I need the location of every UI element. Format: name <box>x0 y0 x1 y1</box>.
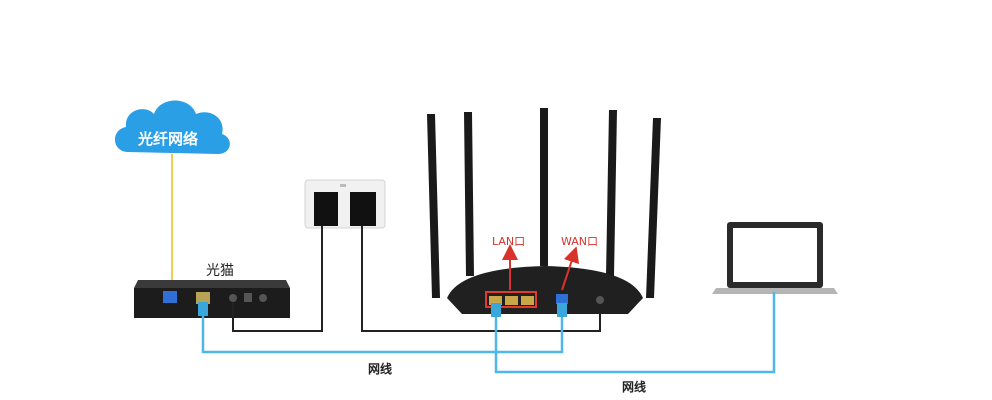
antenna-2 <box>464 112 474 276</box>
antenna-4 <box>606 110 617 276</box>
wifi-router <box>427 108 661 314</box>
cable-label-1: 网线 <box>368 362 393 376</box>
modem-fiber-port <box>163 291 177 303</box>
modem-power-port <box>229 294 237 302</box>
lan-port-label: LAN口 <box>492 235 526 248</box>
antenna-1 <box>427 114 440 298</box>
laptop-base <box>712 288 838 294</box>
modem-switch <box>244 293 252 302</box>
wan-arrow <box>561 246 580 291</box>
router-power-port <box>596 296 604 304</box>
optical-modem <box>134 280 290 318</box>
router-lan-port-2 <box>505 296 518 305</box>
router-lan-port-1 <box>489 296 502 305</box>
router-lan-ports <box>485 291 537 308</box>
network-cable-lan-to-laptop <box>494 292 776 374</box>
modem-lan-plug <box>198 302 208 316</box>
laptop <box>712 222 838 294</box>
modem-reset <box>259 294 267 302</box>
laptop-screen <box>733 228 817 282</box>
modem-top <box>134 280 290 288</box>
modem-lan-port <box>196 292 210 304</box>
cable-label-2: 网线 <box>622 380 647 394</box>
wan-port-label: WAN口 <box>561 235 599 248</box>
antenna-5 <box>646 118 661 298</box>
adapter-modem <box>314 192 338 226</box>
fiber-network-cloud <box>114 100 230 154</box>
router-wan-port <box>556 294 568 304</box>
power-adapters <box>304 179 386 229</box>
antenna-3 <box>540 108 548 266</box>
router-lan-plug <box>491 303 501 317</box>
router-power-cable <box>361 226 601 332</box>
router-lan-port-3 <box>521 296 534 305</box>
cloud-label: 光纤网络 <box>138 130 199 148</box>
cloud-shape <box>114 100 230 154</box>
network-cable-modem-to-wan <box>201 305 564 354</box>
modem-body <box>134 288 290 318</box>
router-wan-plug <box>557 303 567 317</box>
adapter-router <box>350 192 376 226</box>
strip-indicator <box>340 184 346 187</box>
modem-power-cable <box>232 226 323 332</box>
modem-label: 光猫 <box>206 263 234 279</box>
